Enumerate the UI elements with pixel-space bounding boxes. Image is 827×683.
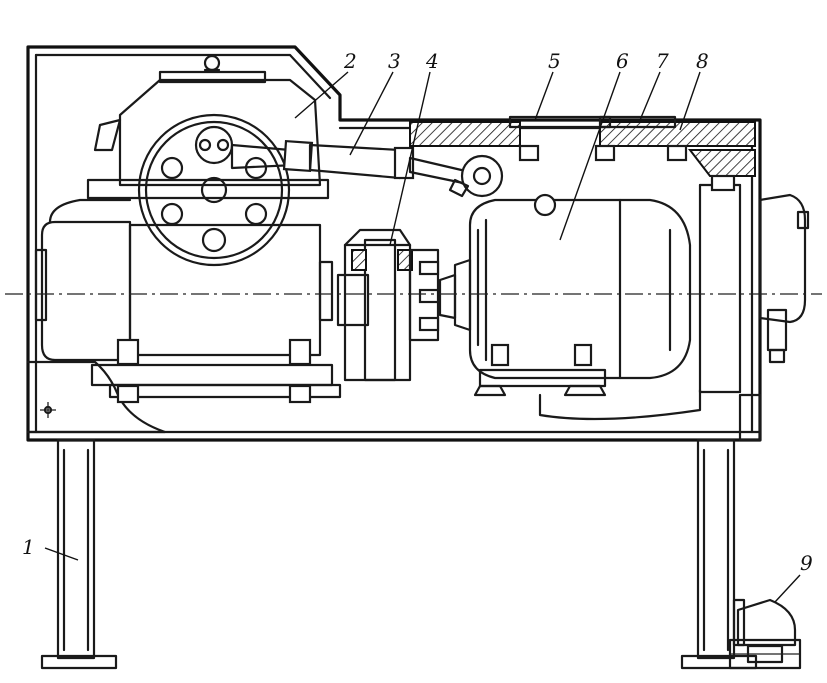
gearbox	[86, 54, 330, 267]
right-end-cap	[738, 193, 810, 442]
callout-label-5: 5	[548, 49, 561, 73]
electric-motor	[438, 193, 702, 421]
coupling	[336, 228, 440, 382]
callout-label-7: 7	[656, 49, 669, 73]
callout-label-4: 4	[425, 49, 439, 73]
callout-label-8: 8	[696, 49, 709, 73]
callout-label-3: 3	[388, 49, 401, 73]
callout-label-2: 2	[343, 49, 357, 73]
leader-lines	[44, 71, 801, 603]
callout-label-1: 1	[22, 535, 35, 559]
left-drive-housing	[34, 198, 342, 404]
callout-label-6: 6	[616, 49, 629, 73]
connecting-rod	[230, 139, 504, 198]
caster-wheel	[728, 598, 802, 670]
support-leg-right	[680, 438, 758, 670]
support-leg-left	[40, 438, 118, 670]
callout-label-9: 9	[800, 551, 813, 575]
top-plate-assembly	[409, 115, 756, 192]
